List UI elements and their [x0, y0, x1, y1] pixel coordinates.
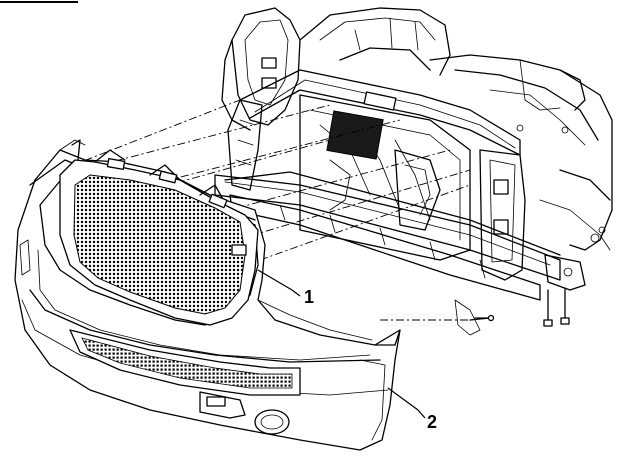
callout-1: 1	[304, 287, 314, 307]
callout-2: 2	[427, 412, 437, 432]
bolt-1	[543, 289, 553, 327]
fog-lamp	[254, 409, 290, 435]
leader-2	[387, 387, 426, 419]
leader-1	[257, 269, 301, 297]
grille	[59, 149, 259, 326]
bolt-3	[474, 314, 495, 322]
callout-leaders	[257, 269, 426, 419]
fasteners	[474, 287, 570, 327]
bolt-2	[560, 287, 570, 325]
vehicle-frame	[214, 7, 613, 336]
